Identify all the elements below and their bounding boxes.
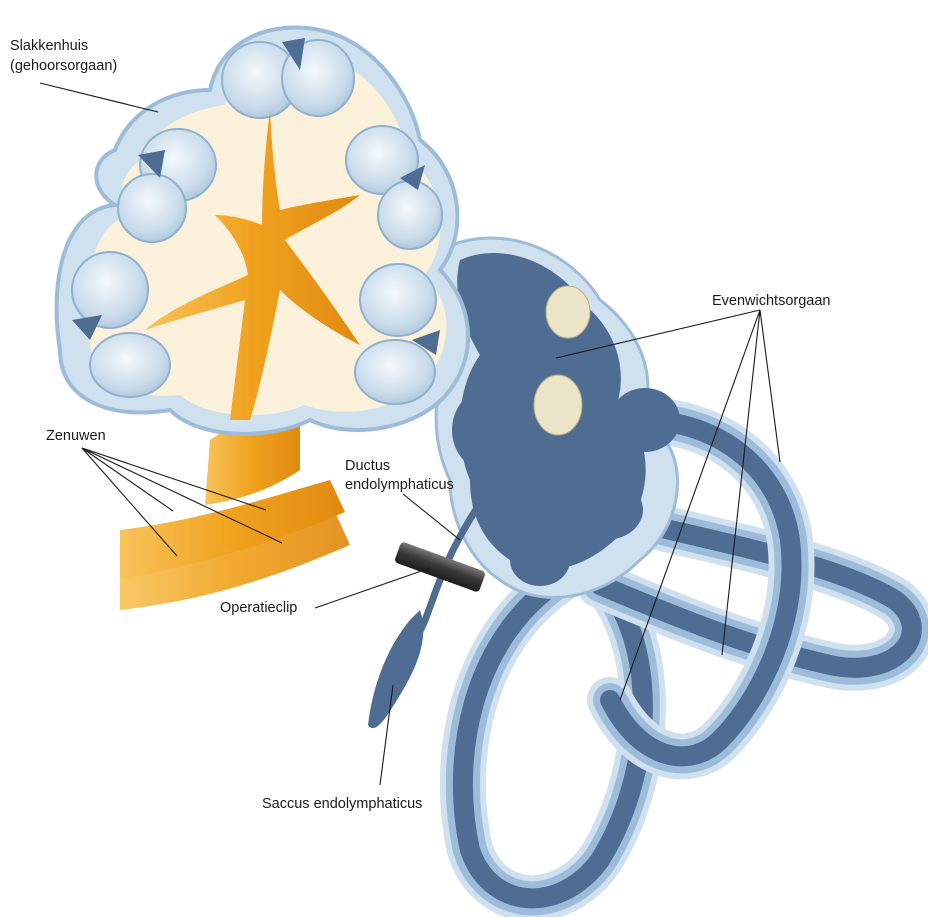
label-nerves: Zenuwen <box>46 428 106 444</box>
balance-organ <box>436 238 912 898</box>
label-duct-line2: endolymphaticus <box>345 477 454 493</box>
label-duct-line1: Ductus <box>345 458 390 474</box>
label-endolymphatic-sac: Saccus endolymphaticus <box>262 796 422 812</box>
cochlea <box>57 28 469 434</box>
label-surgical-clip: Operatieclip <box>220 600 297 616</box>
label-balance-organ: Evenwichtsorgaan <box>712 293 831 309</box>
label-cochlea-line1: Slakkenhuis <box>10 38 88 54</box>
vestibule <box>436 238 680 597</box>
endolymphatic-sac <box>368 610 423 728</box>
label-cochlea-line2: (gehoorsorgaan) <box>10 58 117 74</box>
